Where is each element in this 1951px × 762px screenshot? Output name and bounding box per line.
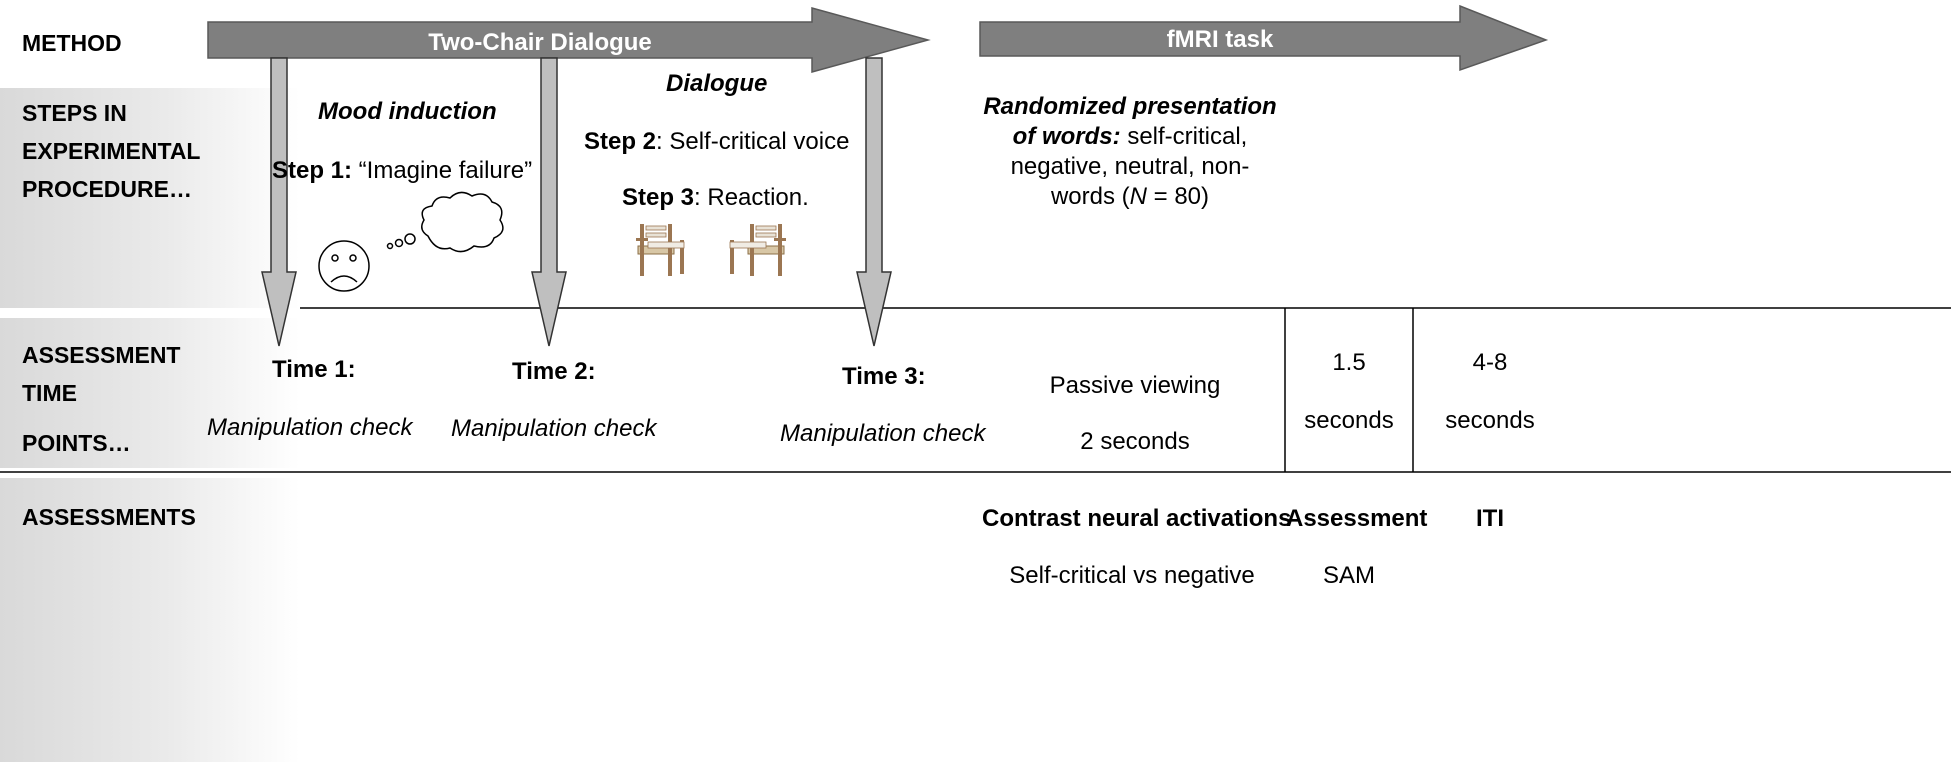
randomized-line-2: negative, neutral, non- xyxy=(1010,153,1250,180)
time2-down-arrow xyxy=(531,57,567,347)
time-points-panel xyxy=(0,318,300,468)
thought-cloud-icon xyxy=(386,191,504,253)
contrast-text: Self-critical vs negative xyxy=(1009,562,1255,589)
step3-text: Step 3: Reaction. xyxy=(622,184,809,212)
randomized-line: of words: self-critical, xyxy=(975,122,1285,152)
two-chair-banner-label: Two-Chair Dialogue xyxy=(428,29,652,56)
randomized-title-2: of words: xyxy=(1012,123,1121,150)
randomized-title: Randomized presentation xyxy=(983,93,1277,120)
step1-description: “Imagine failure” xyxy=(352,157,533,184)
steps-label-line: EXPERIMENTAL xyxy=(22,138,201,164)
passive-viewing-label: Passive viewing xyxy=(1049,372,1221,399)
chair-icon xyxy=(636,224,685,276)
time1-label: Time 1: xyxy=(272,356,356,383)
two-chair-banner-arrow xyxy=(207,7,931,73)
randomized-line-3a: words ( xyxy=(1050,183,1130,210)
randomized-line-3: words (N = 80) xyxy=(975,182,1285,212)
time2-check: Manipulation check xyxy=(451,415,657,442)
assessments-panel xyxy=(0,478,300,762)
time1-down-arrow xyxy=(261,57,297,347)
randomized-line-3b: = 80) xyxy=(1146,183,1210,210)
assessment-duration-value: 1.5 xyxy=(1332,349,1366,376)
steps-panel xyxy=(0,88,300,308)
fmri-banner-label: fMRI task xyxy=(1166,26,1274,53)
time1-check: Manipulation check xyxy=(207,414,413,441)
assessment-time-row-label: ASSESSMENT TIME POINTS… xyxy=(22,336,180,462)
time3-down-arrow xyxy=(856,57,892,347)
time3-check: Manipulation check xyxy=(780,420,986,447)
step2-description: : Self-critical voice xyxy=(656,128,850,155)
mood-induction-title: Mood induction xyxy=(318,98,497,125)
assessment-duration-unit: seconds xyxy=(1304,407,1394,434)
time3-label: Time 3: xyxy=(842,363,926,390)
step2-text: Step 2: Self-critical voice xyxy=(584,128,849,156)
assessment-time-label-line: TIME xyxy=(22,380,77,406)
passive-viewing-duration: 2 seconds xyxy=(1080,428,1190,455)
randomized-line-1: self-critical, xyxy=(1120,123,1248,150)
step3-label: Step 3 xyxy=(622,184,695,211)
chair-icon xyxy=(729,224,786,276)
sad-face-icon xyxy=(318,240,370,292)
step1-label: Step 1: xyxy=(272,157,353,184)
contrast-title: Contrast neural activations xyxy=(982,505,1292,532)
assessment-time-label-line: POINTS… xyxy=(22,430,131,456)
assessment-title: Assessment xyxy=(1286,505,1428,532)
steps-label-line: STEPS IN xyxy=(22,100,127,126)
iti-title: ITI xyxy=(1476,505,1504,532)
iti-duration-unit: seconds xyxy=(1445,407,1535,434)
assessments-row-label: ASSESSMENTS xyxy=(22,504,196,530)
time2-label: Time 2: xyxy=(512,358,596,385)
assessment-time-label-line: ASSESSMENT xyxy=(22,342,181,368)
iti-duration-value: 4-8 xyxy=(1472,349,1508,376)
randomized-presentation-text: Randomized presentation of words: self-c… xyxy=(975,92,1285,212)
fmri-banner-arrow xyxy=(979,4,1549,72)
step3-description: : Reaction. xyxy=(694,184,809,211)
method-row-label: METHOD xyxy=(22,30,122,56)
step1-text: Step 1: “Imagine failure” xyxy=(272,157,532,185)
assessment-text: SAM xyxy=(1322,562,1375,589)
step2-label: Step 2 xyxy=(584,128,657,155)
dialogue-title: Dialogue xyxy=(666,70,768,97)
randomized-n: N xyxy=(1129,183,1147,210)
steps-label-line: PROCEDURE… xyxy=(22,176,192,202)
steps-row-label: STEPS IN EXPERIMENTAL PROCEDURE… xyxy=(22,94,200,208)
